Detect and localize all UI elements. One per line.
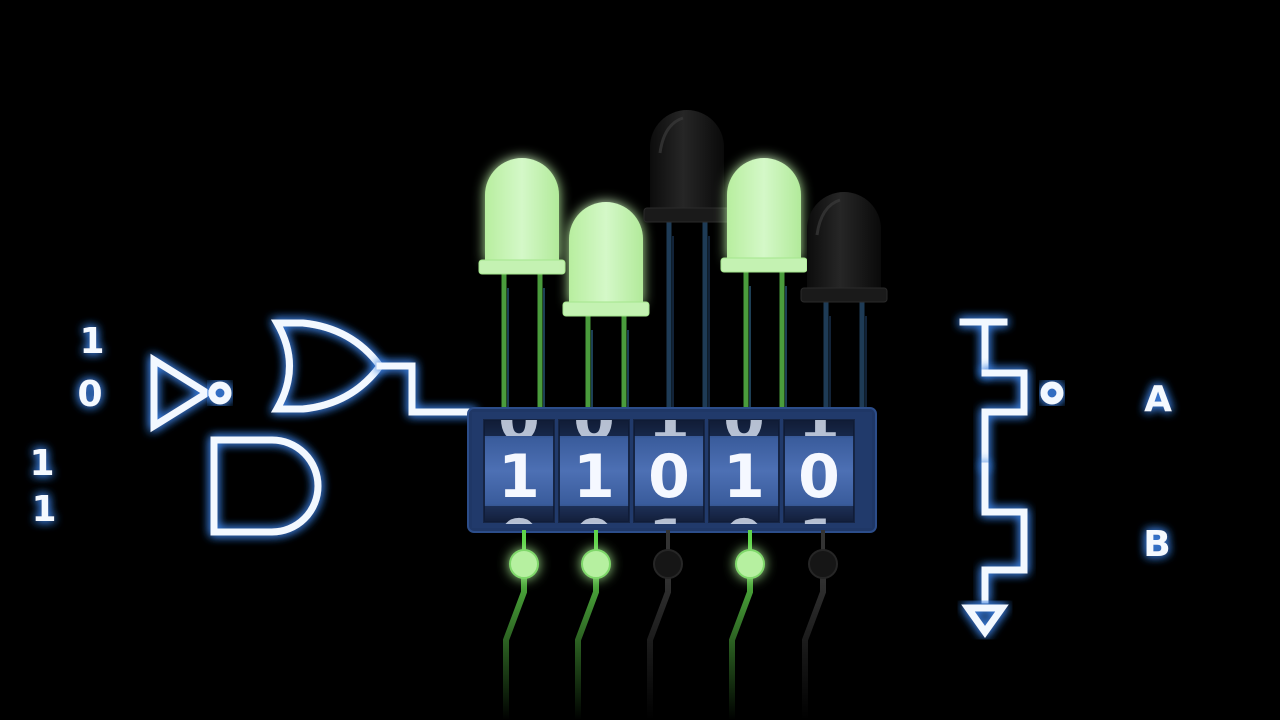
drum-bottom-shadow	[784, 506, 854, 522]
nmos-transistor	[981, 462, 1132, 604]
trace-path	[503, 564, 527, 720]
output-trace-3	[647, 530, 683, 720]
led-highlight	[815, 198, 841, 236]
led-highlight	[658, 116, 684, 154]
register-drum-5: 01 1	[783, 385, 855, 577]
output-traces	[503, 530, 838, 720]
and-input-wires	[46, 459, 218, 514]
drum-top-shadow	[709, 420, 779, 436]
register-drum-3: 01 1	[633, 385, 705, 577]
output-trace-2	[575, 530, 611, 720]
register-digit: 1	[573, 442, 615, 512]
drum-bottom-shadow	[709, 506, 779, 522]
register-digit: 1	[498, 442, 540, 512]
and-gate-symbol	[210, 436, 322, 536]
register-digit-below: 0	[498, 507, 540, 577]
led-rim	[478, 259, 566, 275]
drum-top-shadow	[634, 420, 704, 436]
led-2	[562, 202, 650, 408]
register-digit-below: 1	[648, 507, 690, 577]
ground-arrow-symbol	[961, 604, 1009, 639]
led-dome	[807, 192, 881, 290]
drum-bottom-shadow	[559, 506, 629, 522]
trace-path	[647, 564, 671, 720]
led-1	[478, 158, 566, 408]
or-gate-symbol	[270, 319, 385, 413]
register-drums: 100100011100011	[483, 385, 855, 577]
register-digit-below: 0	[573, 507, 615, 577]
drum-bottom-shadow	[634, 506, 704, 522]
register-digit-above: 0	[573, 385, 615, 455]
led-5	[800, 192, 888, 408]
output-label-b: B	[1143, 524, 1170, 565]
not-gate-symbol	[150, 353, 232, 433]
register-drum-1: 10 0	[483, 385, 555, 577]
trace-dot	[735, 549, 765, 579]
drum-top-shadow	[559, 420, 629, 436]
output-trace-4	[729, 530, 765, 720]
trace-dot	[808, 549, 838, 579]
register-digit-below: 1	[798, 507, 840, 577]
led-rim	[720, 257, 808, 273]
vdd-rail-symbol	[959, 318, 1008, 377]
register-drum-4: 10 0	[708, 385, 780, 577]
binary-register: 100100011100011	[467, 385, 877, 577]
led-rim	[800, 287, 888, 303]
led-dome	[727, 158, 801, 260]
cmos-output-stage: A B	[876, 318, 1172, 639]
register-digit: 1	[723, 442, 765, 512]
output-trace-5	[802, 530, 838, 720]
drum-bottom-shadow	[484, 506, 554, 522]
register-digit: 0	[648, 442, 690, 512]
register-digit-above: 0	[498, 385, 540, 455]
led-array	[478, 110, 888, 408]
led-3	[643, 110, 731, 408]
trace-path	[802, 564, 826, 720]
register-digit-below: 0	[723, 507, 765, 577]
or-top-input-label: 1	[79, 321, 104, 362]
led-4	[720, 158, 808, 408]
drum-face	[558, 419, 630, 523]
drum-face	[708, 419, 780, 523]
trace-path	[729, 564, 753, 720]
drum-face	[483, 419, 555, 523]
drum-top-shadow	[484, 420, 554, 436]
led-dome	[650, 110, 724, 210]
not-input-label: 0	[77, 374, 102, 415]
led-dome	[569, 202, 643, 304]
trace-dot	[653, 549, 683, 579]
led-rim	[562, 301, 650, 317]
and-top-input-label: 1	[29, 443, 54, 484]
led-rim	[643, 207, 731, 223]
trace-dot	[581, 549, 611, 579]
register-digit-above: 1	[648, 385, 690, 455]
drum-face	[633, 419, 705, 523]
register-digit-above: 1	[798, 385, 840, 455]
drum-top-shadow	[784, 420, 854, 436]
or-output-wire	[376, 362, 476, 416]
led-dome	[485, 158, 559, 262]
register-digit: 0	[798, 442, 840, 512]
output-trace-1	[503, 530, 539, 720]
output-label-a: A	[1144, 379, 1172, 420]
input-logic-network: 1 0 1 1	[29, 319, 476, 536]
trace-path	[575, 564, 599, 720]
pmos-transistor	[981, 369, 1132, 470]
register-drum-2: 10 0	[558, 385, 630, 577]
trace-dot	[509, 549, 539, 579]
register-digit-above: 0	[723, 385, 765, 455]
and-bottom-input-label: 1	[31, 489, 56, 530]
